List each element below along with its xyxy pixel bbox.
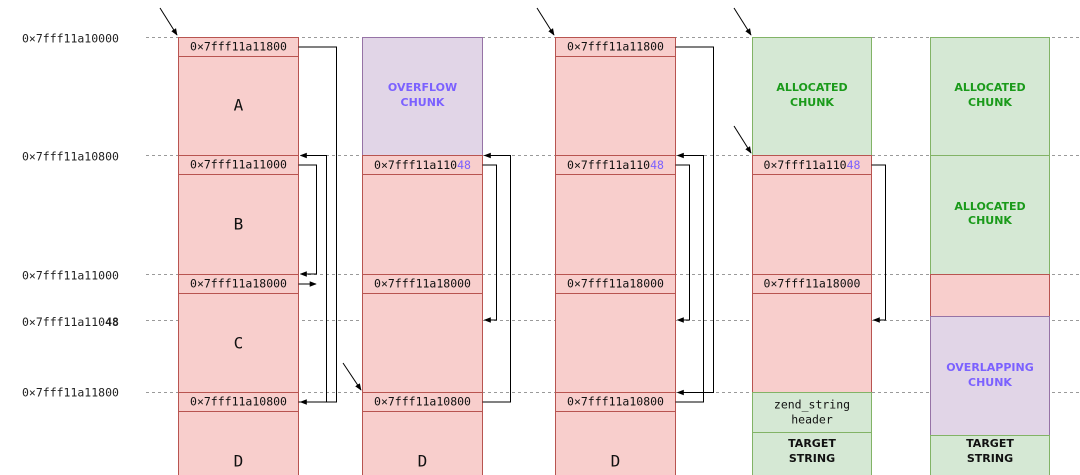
link-d-to-b-arrow [482, 152, 511, 403]
head-pointer-arrow [159, 7, 178, 36]
chunk-a-fd-pointer: 0×7fff11a11800 [190, 40, 287, 54]
heap-block [930, 274, 1050, 317]
chunk-c-fd-pointer: 0×7fff11a18000 [374, 277, 471, 291]
address-label: 0×7fff11a11800 [22, 386, 119, 400]
chunk-b-label: B [234, 215, 244, 234]
address-labels: 0×7fff11a10000 0×7fff11a10800 0×7fff11a1… [22, 32, 119, 400]
link-b-to-corrupt-arrow [871, 164, 886, 323]
target-string-label: TARGET [966, 437, 1014, 450]
link-b-to-c-arrow [298, 164, 317, 277]
chunk-c-fd-pointer: 0×7fff11a18000 [567, 277, 664, 291]
allocated-chunk-label: CHUNK [968, 96, 1012, 109]
allocated-chunk-label: CHUNK [968, 214, 1012, 227]
overflow-chunk-label: OVERFLOW [388, 81, 457, 94]
overflow-chunk-label: CHUNK [401, 96, 445, 109]
address-label: 0×7fff11a10000 [22, 32, 119, 46]
target-string [752, 432, 872, 475]
allocated-chunk-label: ALLOCATED [954, 200, 1025, 213]
chunk-b-fd-pointer: 0×7fff11a11048 [374, 158, 471, 172]
allocated-chunk [930, 37, 1050, 156]
chunk-d-fd-pointer: 0×7fff11a10800 [374, 395, 471, 409]
address-label: 0×7fff11a11000 [22, 269, 119, 283]
overflow-chunk [362, 37, 483, 156]
allocated-chunk [752, 37, 872, 156]
link-b-to-corrupt-arrow [675, 164, 690, 323]
column-1-heap: 0×7fff11a11800 0×7fff11a11000 0×7fff11a1… [159, 7, 337, 475]
overlapping-chunk-label: CHUNK [968, 376, 1012, 389]
zend-string-label: header [791, 413, 833, 427]
target-string [930, 435, 1050, 475]
target-string-label: STRING [789, 452, 835, 465]
chunk-d-label: D [611, 452, 621, 471]
allocated-chunk-label: CHUNK [790, 96, 834, 109]
overlapping-chunk [930, 316, 1050, 436]
heap-block [362, 155, 483, 475]
chunk-d-label: D [234, 452, 244, 471]
overlapping-chunk-label: OVERLAPPING [946, 361, 1034, 374]
link-d-to-b-arrow [675, 152, 704, 403]
chunk-c-label: C [234, 334, 244, 353]
column-5-heap: ALLOCATED CHUNK ALLOCATED CHUNK OVERLAPP… [930, 37, 1050, 475]
heap-block [555, 37, 676, 475]
column-4-heap: ALLOCATED CHUNK 0×7fff11a11048 0×7fff11a… [733, 7, 886, 475]
link-d-to-b-arrow [298, 152, 327, 403]
chunk-b-fd-pointer: 0×7fff11a11048 [764, 158, 861, 172]
head-pointer-arrow [536, 7, 555, 36]
head-pointer-arrow [733, 7, 752, 36]
allocated-chunk [930, 155, 1050, 275]
link-a-to-d-arrow [675, 46, 714, 396]
chunk-c-fd-pointer: 0×7fff11a18000 [764, 277, 861, 291]
head-pointer-arrow [342, 362, 362, 391]
allocated-chunk-label: ALLOCATED [954, 81, 1025, 94]
chunk-a-label: A [234, 96, 244, 115]
address-label: 0×7fff11a10800 [22, 150, 119, 164]
zend-string-label: zend_string [774, 398, 850, 412]
chunk-b-fd-pointer: 0×7fff11a11000 [190, 158, 287, 172]
allocated-chunk-label: ALLOCATED [776, 81, 847, 94]
address-label: 0×7fff11a11048 [22, 315, 119, 329]
chunk-d-fd-pointer: 0×7fff11a10800 [190, 395, 287, 409]
link-b-to-corrupt-arrow [482, 164, 497, 323]
link-a-to-d-arrow [298, 46, 337, 405]
target-string-label: TARGET [788, 437, 836, 450]
heap-block [178, 37, 299, 475]
chunk-c-fd-pointer: 0×7fff11a18000 [190, 277, 287, 291]
chunk-d-label: D [418, 452, 428, 471]
head-pointer-arrow [733, 125, 752, 154]
chunk-b-fd-pointer: 0×7fff11a11048 [567, 158, 664, 172]
target-string-label: STRING [967, 452, 1013, 465]
column-3-heap: 0×7fff11a11800 0×7fff11a11048 0×7fff11a1… [536, 7, 714, 475]
chunk-a-fd-pointer: 0×7fff11a11800 [567, 40, 664, 54]
zend-string-header [752, 392, 872, 433]
column-2-heap: OVERFLOW CHUNK 0×7fff11a11048 0×7fff11a1… [342, 37, 511, 475]
chunk-d-fd-pointer: 0×7fff11a10800 [567, 395, 664, 409]
